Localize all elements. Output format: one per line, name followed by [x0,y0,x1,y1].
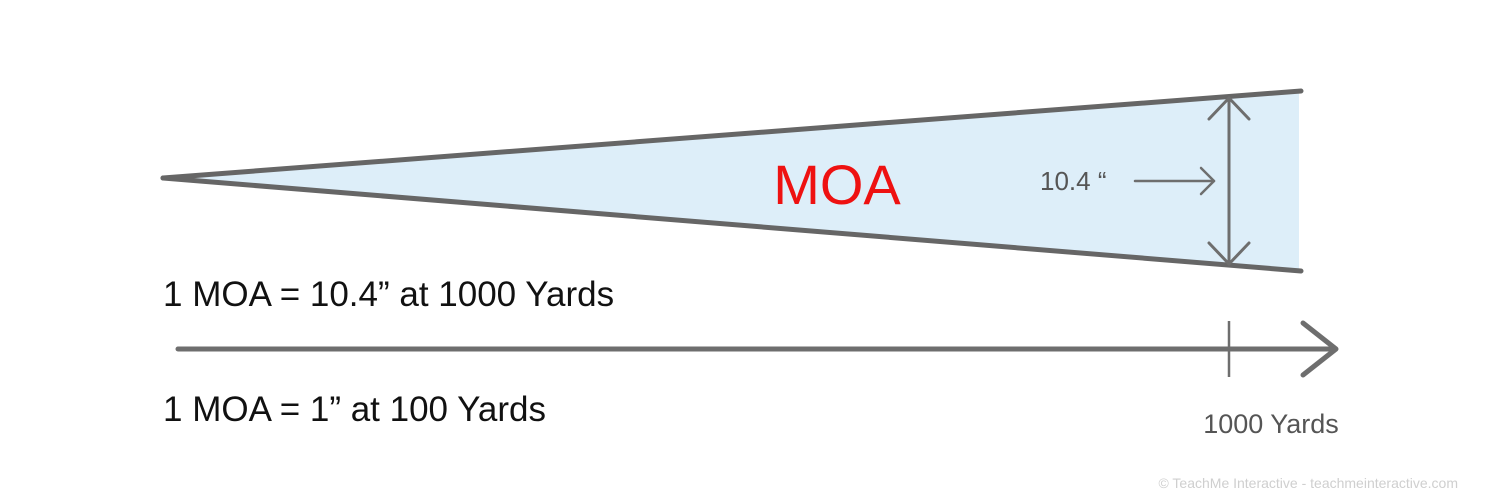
distance-label: 1000 Yards [1203,409,1339,439]
spread-dimension-arrow [1207,96,1251,266]
moa-cone [165,91,1299,271]
distance-arrow [175,320,1339,378]
cone-lower-edge [160,175,1304,274]
spread-pointer-arrow [1133,166,1216,196]
cone-upper-edge [160,88,1304,181]
equation-100-yards: 1 MOA = 1” at 100 Yards [163,390,546,429]
credit-watermark: © TeachMe Interactive - teachmeinteracti… [1158,475,1458,491]
equation-1000-yards: 1 MOA = 10.4” at 1000 Yards [163,275,614,314]
moa-label: MOA [773,153,901,216]
spread-label: 10.4 “ [1040,166,1107,196]
